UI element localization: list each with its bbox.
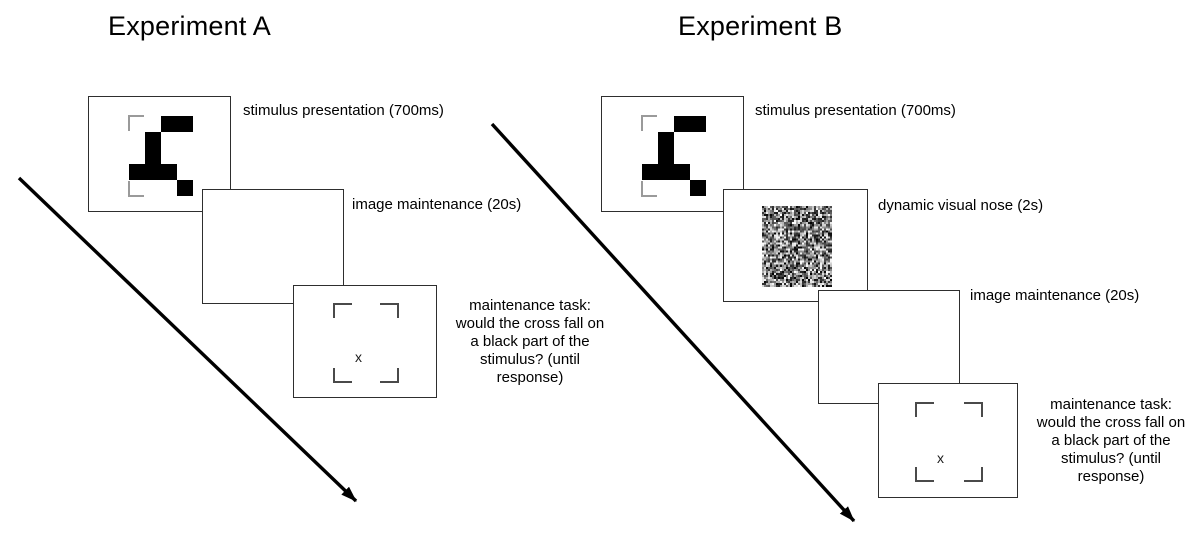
a-maintenance-label: image maintenance (20s): [352, 196, 522, 213]
a-probe-screen: x: [293, 285, 437, 398]
task-line: maintenance task:: [1050, 396, 1172, 413]
probe-cross: x: [937, 450, 944, 466]
b-task-label: maintenance task: would the cross fall o…: [1016, 396, 1200, 486]
task-line: maintenance task:: [469, 297, 591, 314]
stimulus-pattern: [642, 116, 706, 196]
frame-corner-bottom-right-icon: [964, 467, 983, 482]
pattern-black-cell: [658, 164, 674, 180]
frame-corner-bottom-left-icon: [915, 467, 934, 482]
experiment-a-title: Experiment A: [108, 11, 271, 41]
probe-fixation-frame: [333, 303, 399, 383]
pattern-black-cell: [690, 180, 706, 196]
stimulus-pattern: [129, 116, 193, 196]
task-line: a black part of the: [470, 333, 590, 350]
b-stimulus-label: stimulus presentation (700ms): [755, 102, 956, 119]
pattern-black-cell: [161, 164, 177, 180]
task-line: would the cross fall on: [1036, 414, 1186, 431]
task-line: stimulus? (until: [479, 351, 581, 368]
experiment-b-title: Experiment B: [678, 11, 843, 41]
pattern-black-cell: [674, 116, 690, 132]
frame-corner-top-right-icon: [380, 303, 399, 318]
pattern-black-cell: [674, 164, 690, 180]
task-line: response): [1077, 468, 1145, 485]
b-probe-screen: x: [878, 383, 1018, 498]
b-noise-label: dynamic visual nose (2s): [878, 197, 1044, 214]
pattern-black-cell: [658, 132, 674, 148]
fixation-corner-top-left-icon: [128, 115, 144, 131]
pattern-black-cell: [129, 164, 145, 180]
pattern-black-cell: [177, 180, 193, 196]
pattern-black-cell: [690, 116, 706, 132]
frame-corner-bottom-left-icon: [333, 368, 352, 383]
probe-cross: x: [355, 349, 362, 365]
frame-corner-bottom-right-icon: [380, 368, 399, 383]
probe-fixation-frame: [915, 402, 983, 482]
visual-noise-patch: [762, 206, 832, 287]
task-line: a black part of the: [1051, 432, 1171, 449]
task-line: would the cross fall on: [455, 315, 605, 332]
pattern-black-cell: [177, 116, 193, 132]
pattern-black-cell: [658, 148, 674, 164]
frame-corner-top-left-icon: [333, 303, 352, 318]
a-stimulus-label: stimulus presentation (700ms): [243, 102, 444, 119]
frame-corner-top-left-icon: [915, 402, 934, 417]
pattern-black-cell: [145, 132, 161, 148]
task-line: response): [496, 369, 564, 386]
pattern-black-cell: [145, 164, 161, 180]
a-task-label: maintenance task: would the cross fall o…: [435, 297, 625, 387]
b-noise-screen: [723, 189, 868, 302]
pattern-black-cell: [642, 164, 658, 180]
pattern-black-cell: [145, 148, 161, 164]
frame-corner-top-right-icon: [964, 402, 983, 417]
pattern-black-cell: [161, 116, 177, 132]
task-line: stimulus? (until: [1060, 450, 1162, 467]
b-maintenance-label: image maintenance (20s): [970, 287, 1140, 304]
